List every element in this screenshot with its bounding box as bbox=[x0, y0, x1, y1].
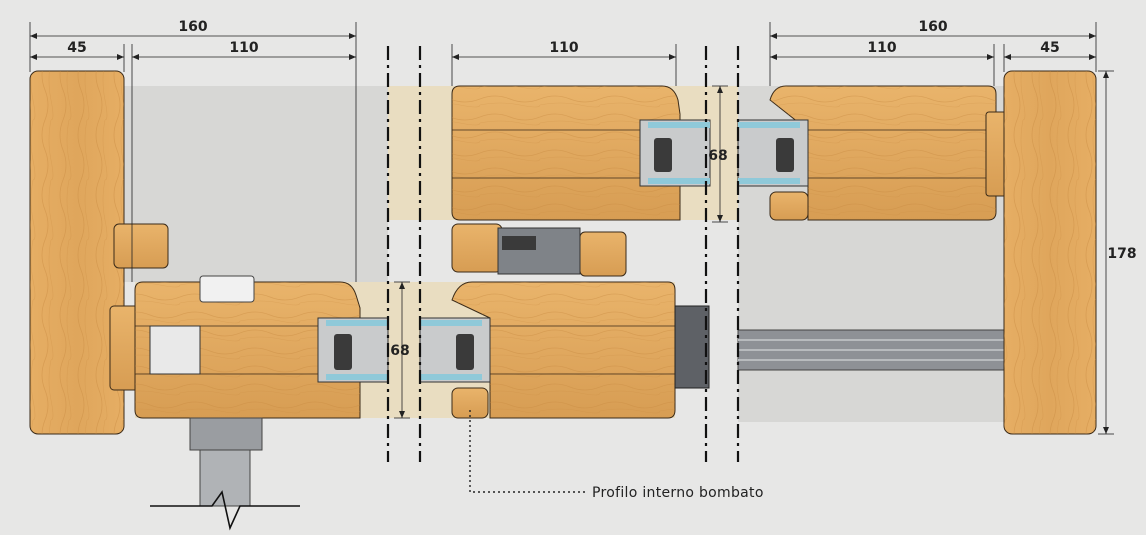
right-frame bbox=[1003, 70, 1097, 435]
dimension-labels: 160 45 110 110 160 110 45 68 68 178 bbox=[67, 19, 1136, 359]
center-bottom-sash bbox=[419, 281, 710, 419]
dim-left-sash: 110 bbox=[229, 40, 258, 56]
break-lines bbox=[386, 46, 740, 462]
annotation-label: Profilo interno bombato bbox=[592, 485, 764, 501]
left-frame bbox=[29, 70, 169, 435]
dim-right-total: 160 bbox=[918, 19, 947, 35]
dim-thickness-top: 68 bbox=[708, 148, 727, 164]
dimension-arrows bbox=[30, 33, 1109, 434]
left-glazing bbox=[149, 317, 389, 383]
dim-overall-height: 178 bbox=[1107, 246, 1136, 262]
wall-break bbox=[150, 490, 300, 531]
dim-center-sash: 110 bbox=[549, 40, 578, 56]
dim-thickness-bottom: 68 bbox=[390, 343, 409, 359]
right-top-sash bbox=[737, 85, 1013, 221]
dimension-lines bbox=[29, 22, 1114, 435]
dim-left-total: 160 bbox=[178, 19, 207, 35]
left-sash bbox=[134, 275, 361, 507]
annotation: Profilo interno bombato bbox=[469, 410, 764, 501]
right-rail bbox=[737, 329, 1005, 371]
dim-right-frame: 45 bbox=[1040, 40, 1059, 56]
center-mid-piece bbox=[451, 223, 627, 277]
dim-right-sash: 110 bbox=[867, 40, 896, 56]
dim-left-frame: 45 bbox=[67, 40, 86, 56]
center-top-sash bbox=[451, 85, 711, 221]
